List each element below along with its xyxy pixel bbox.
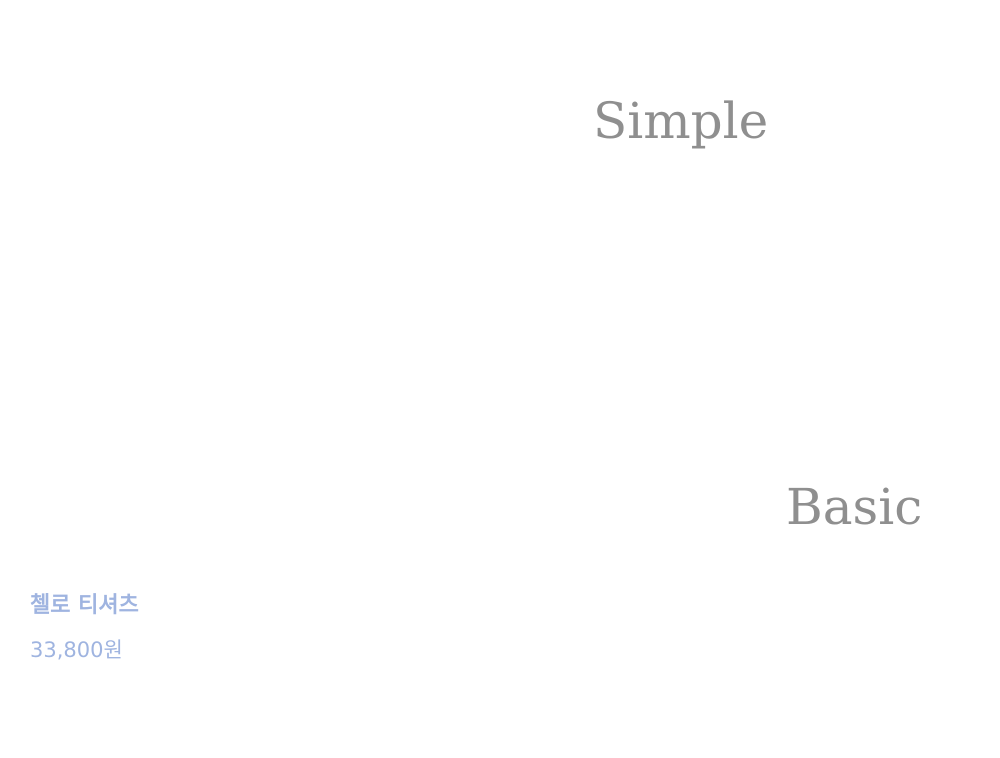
product-info: 첼로 티셔츠 33,800원 [30, 592, 139, 664]
hero-text-basic: Basic [786, 478, 923, 536]
product-name-link[interactable]: 첼로 티셔츠 [30, 593, 139, 618]
product-image[interactable]: Simple Basic [0, 0, 1000, 570]
hero-text-simple: Simple [593, 92, 769, 150]
product-price: 33,800원 [30, 638, 123, 662]
